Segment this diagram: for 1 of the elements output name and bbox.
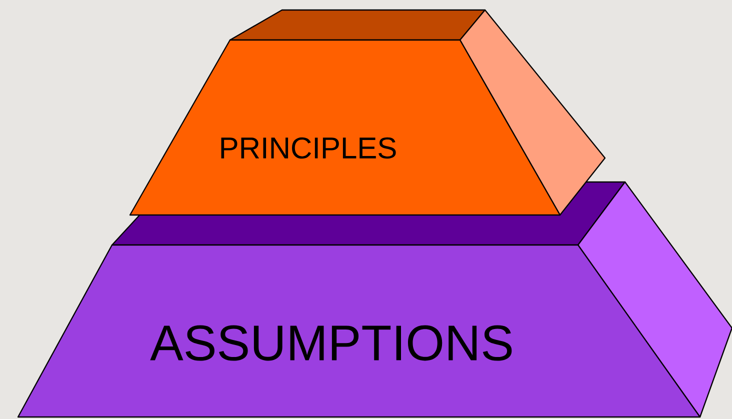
block-drawing: PRINCIPLES xyxy=(129,9,606,216)
